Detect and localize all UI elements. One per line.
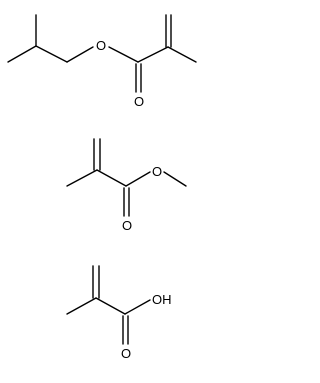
bond — [163, 171, 187, 187]
atom-label-carbonyl-oxygen: O — [122, 218, 132, 233]
bond — [7, 45, 37, 63]
atom-label-carbonyl-oxygen: O — [134, 94, 144, 109]
bond — [96, 169, 127, 187]
molecule-methacrylic-acid: OH O — [66, 265, 172, 361]
atom-label-ester-oxygen: O — [96, 38, 106, 53]
atom-label-ester-oxygen: O — [152, 164, 162, 179]
bond — [108, 46, 139, 63]
bond — [125, 171, 151, 187]
bond — [167, 46, 197, 63]
bond — [124, 299, 151, 315]
bond — [66, 297, 97, 315]
bond — [137, 46, 169, 63]
bond — [66, 46, 94, 63]
atom-label-carbonyl-oxygen: O — [121, 346, 131, 361]
bond — [66, 169, 98, 187]
bond — [95, 297, 126, 315]
structure-diagram: O O O O OH O — [7, 14, 197, 361]
bond — [35, 45, 68, 63]
molecule-isobutyl-methacrylate: O O — [7, 14, 197, 109]
molecule-methyl-methacrylate: O O — [66, 138, 187, 233]
atom-label-hydroxyl: OH — [152, 292, 172, 307]
